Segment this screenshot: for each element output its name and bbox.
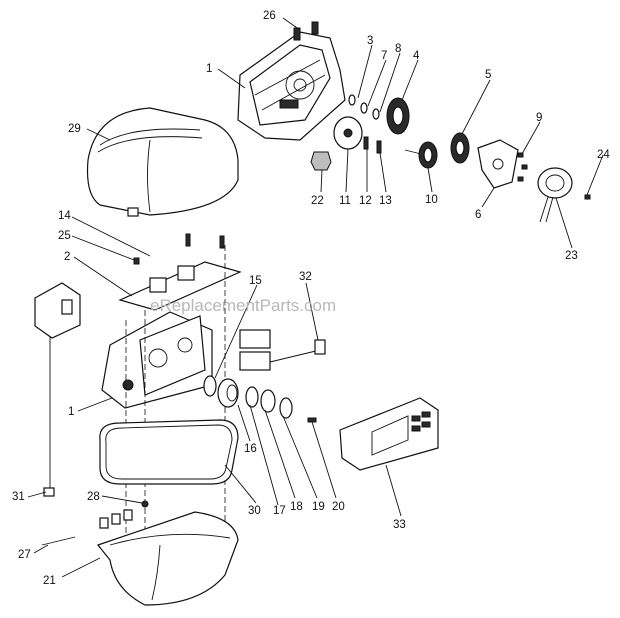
callout-15: 15: [249, 275, 262, 287]
callout-27: 27: [18, 549, 31, 561]
callout-18: 18: [290, 501, 303, 513]
screw-9-24: [517, 152, 591, 200]
callout-30: 30: [248, 505, 261, 517]
pin-12-13: [363, 136, 382, 154]
callout-16: 16: [244, 443, 257, 455]
bracket-32: [239, 329, 326, 371]
callout-4: 4: [413, 50, 420, 62]
callout-14: 14: [58, 210, 71, 222]
watermark-text: eReplacementParts.com: [150, 296, 336, 315]
seal-15: [203, 375, 217, 397]
callout-12: 12: [359, 195, 372, 207]
callout-28: 28: [87, 491, 100, 503]
leader-lines: [27, 17, 604, 578]
callout-19: 19: [312, 501, 325, 513]
callout-6: 6: [475, 209, 481, 221]
callout-17: 17: [273, 505, 286, 517]
top-plate-2: [118, 233, 242, 311]
callout-32: 32: [299, 271, 312, 283]
callout-9: 9: [536, 112, 542, 124]
callout-33: 33: [393, 519, 406, 531]
cam-11: [333, 116, 363, 150]
gear-5: [450, 132, 470, 164]
main-housing-1: [101, 245, 226, 580]
controller-33: [339, 397, 439, 471]
callout-26: 26: [263, 10, 276, 22]
callout-1-upper: 1: [206, 63, 212, 75]
callout-10: 10: [425, 194, 438, 206]
piston-16-20: [217, 378, 317, 423]
callout-11: 11: [339, 195, 351, 207]
motor-plate-6: [477, 139, 519, 189]
callout-13: 13: [379, 195, 392, 207]
callout-5: 5: [485, 69, 491, 81]
callout-22: 22: [311, 195, 324, 207]
callout-3: 3: [367, 35, 373, 47]
callout-20: 20: [332, 501, 345, 513]
gasket-30: [99, 419, 239, 485]
gear-10: [404, 141, 438, 169]
knob-22: [310, 151, 332, 171]
washer-3-7: [348, 94, 380, 120]
cover-29: [86, 107, 239, 217]
transformer-31: [34, 282, 81, 497]
callout-25: 25: [58, 230, 71, 242]
callout-23: 23: [565, 250, 578, 262]
callout-2: 2: [64, 251, 70, 263]
callout-8: 8: [395, 43, 401, 55]
callout-1-lower: 1: [68, 406, 74, 418]
callout-21: 21: [43, 575, 56, 587]
callout-7: 7: [381, 50, 387, 62]
drive-bracket-upper: [237, 31, 346, 141]
callout-labels: 26 3 7 8 4 5 9 24 1 29 22 11 12 13 10 6 …: [12, 10, 610, 587]
callout-24: 24: [597, 149, 610, 161]
base-tray-21: [41, 500, 239, 606]
gear-4: [386, 97, 410, 135]
callout-29: 29: [68, 123, 81, 135]
callout-31: 31: [12, 491, 25, 503]
motor-23: [537, 167, 573, 223]
